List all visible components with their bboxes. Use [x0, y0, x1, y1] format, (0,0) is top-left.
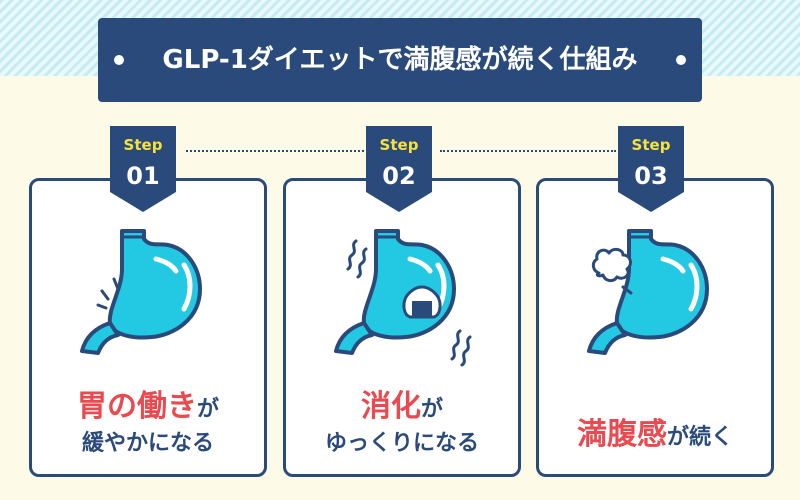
puff-cloud-icon [591, 247, 633, 295]
connector-dotted-line-2 [440, 150, 616, 152]
movement-lines-icon [96, 277, 120, 310]
stomach-icon [80, 229, 202, 355]
step-3-caption-emph: 満腹感 [576, 417, 667, 452]
step-tag-1: Step 01 [110, 126, 176, 212]
page-title: GLP-1ダイエットで満腹感が続く仕組み [162, 45, 638, 75]
stomach-icon [334, 229, 472, 367]
rice-ball-icon [402, 285, 442, 319]
step-label: Step [123, 136, 163, 154]
step-tag-3: Step 03 [618, 126, 684, 212]
step-2-caption-line1: 消化が [286, 381, 518, 425]
step-3-caption-rest: が続く [666, 425, 733, 450]
step-1-caption-emph: 胃の働き [76, 389, 197, 424]
step-number: 03 [634, 162, 668, 190]
title-banner: GLP-1ダイエットで満腹感が続く仕組み [98, 18, 702, 102]
step-number: 01 [126, 162, 160, 190]
connector-dotted-line-1 [186, 150, 364, 152]
step-card-2: 消化が ゆっくりになる [283, 178, 521, 477]
step-2-caption-line2: ゆっくりになる [324, 431, 479, 456]
step-label: Step [631, 136, 671, 154]
title-bullet-left [114, 55, 124, 65]
title-bullet-right [676, 55, 686, 65]
step-tag-2: Step 02 [366, 126, 432, 212]
step-2-caption-rest: が [420, 397, 443, 422]
step-3-caption-line1: 満腹感が続く [539, 409, 771, 453]
stomach-icon [587, 229, 709, 355]
step-card-3: 満腹感が続く [536, 178, 774, 477]
squiggle-lines-right-icon [450, 329, 472, 367]
step-1-caption-rest: が [196, 397, 219, 422]
squiggle-lines-left-icon [346, 239, 368, 279]
step-1-caption-line2: 緩やかになる [81, 431, 214, 456]
step-card-1: 胃の働きが 緩やかになる [29, 178, 267, 477]
step-1-caption-line1: 胃の働きが [32, 381, 264, 425]
step-label: Step [379, 136, 419, 154]
step-number: 02 [382, 162, 416, 190]
step-2-caption-emph: 消化 [360, 389, 421, 424]
